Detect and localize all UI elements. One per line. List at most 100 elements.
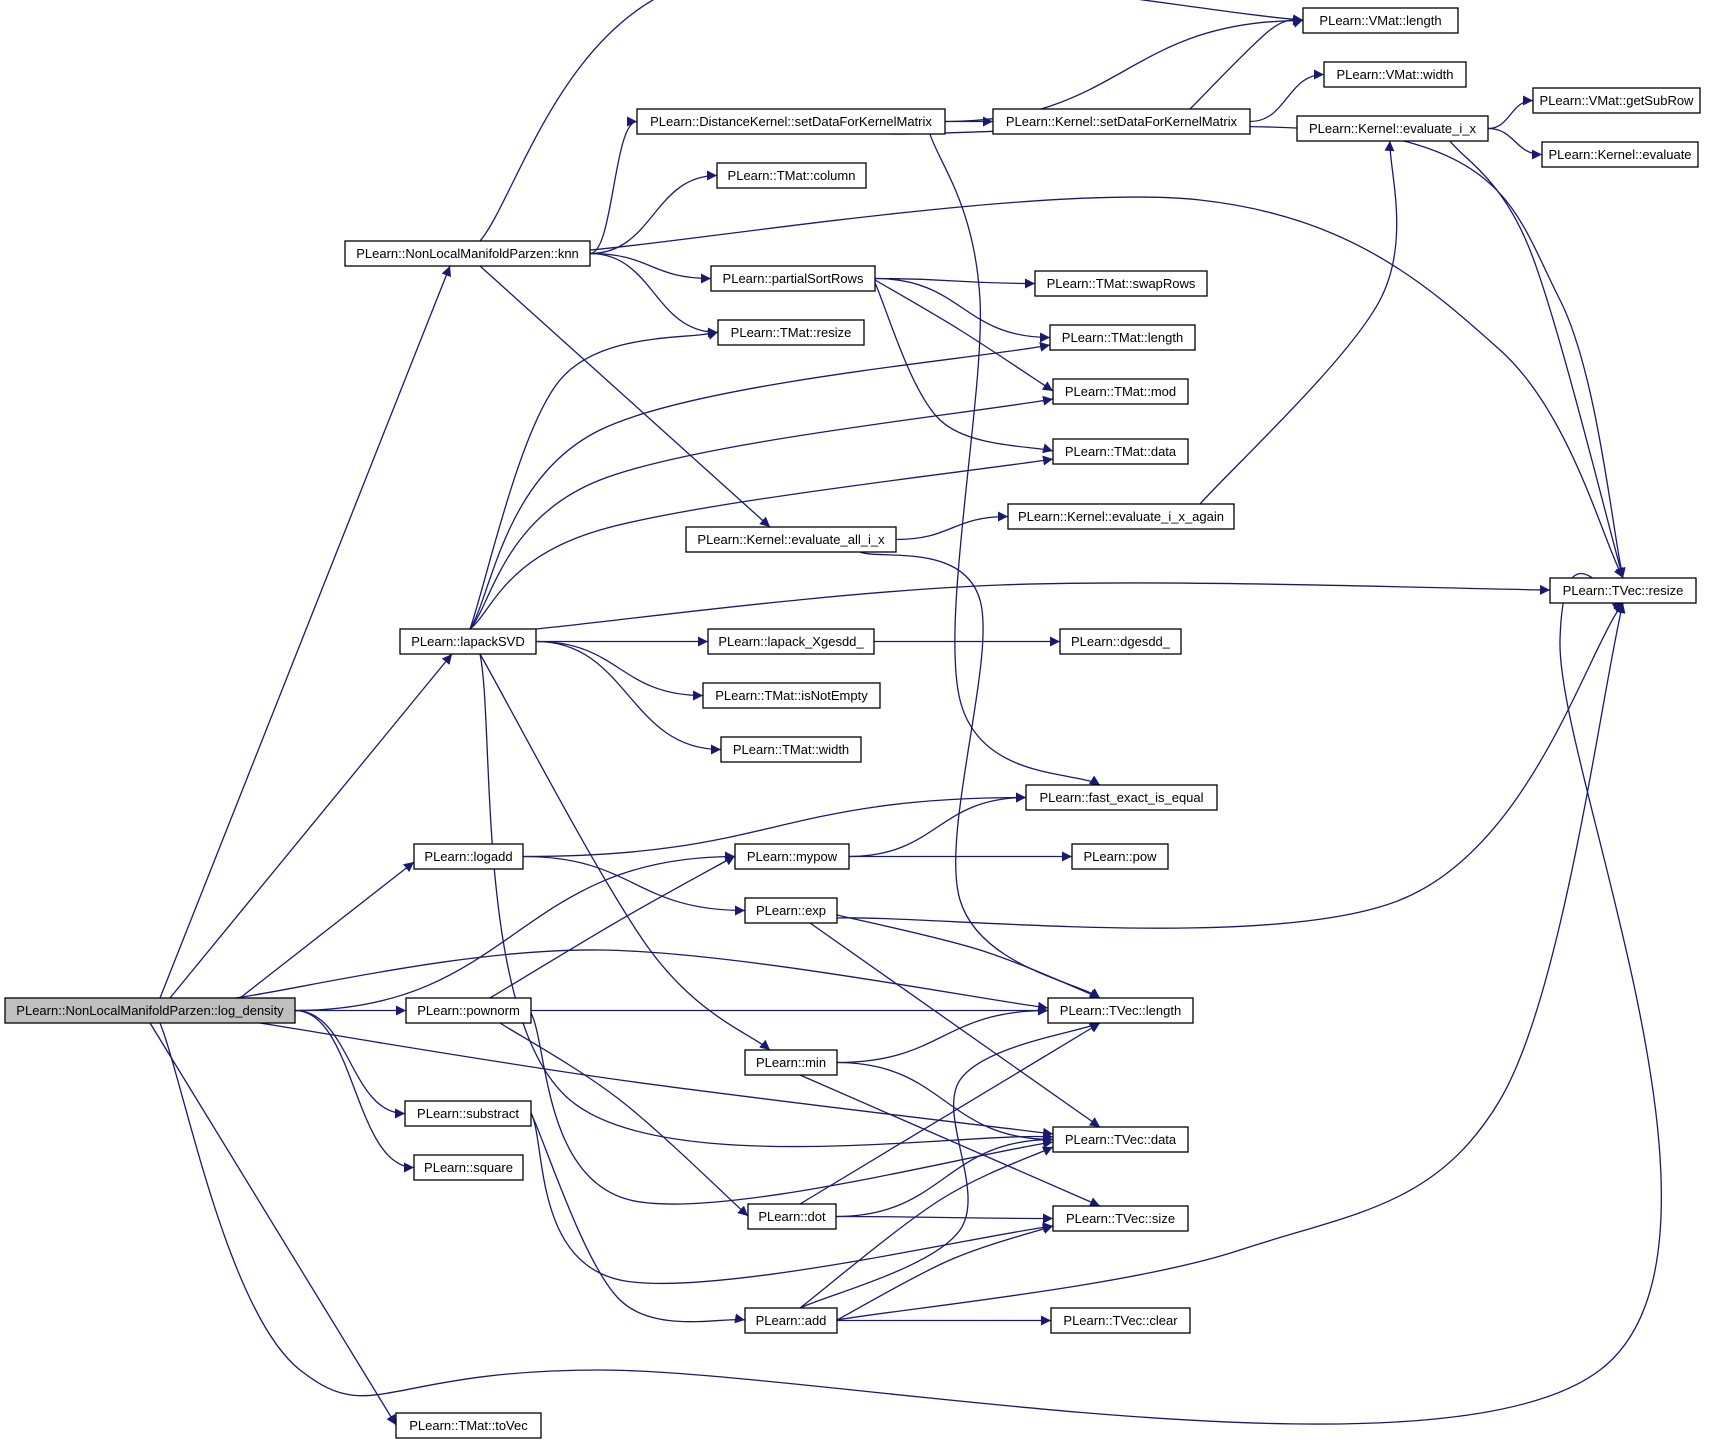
node-box[interactable] xyxy=(1050,1307,1191,1334)
node-label: PLearn::VMat::length xyxy=(1319,13,1441,28)
node-box[interactable] xyxy=(702,682,881,709)
node-box[interactable] xyxy=(399,628,537,655)
node-label: PLearn::NonLocalManifoldParzen::knn xyxy=(356,246,579,261)
node-dot[interactable]: PLearn::dot xyxy=(747,1203,837,1230)
node-box[interactable] xyxy=(685,526,897,553)
node-box[interactable] xyxy=(744,1049,838,1076)
node-pownorm[interactable]: PLearn::pownorm xyxy=(405,997,532,1024)
node-lapack-Xgesdd[interactable]: PLearn::lapack_Xgesdd_ xyxy=(707,628,875,655)
node-setDataK[interactable]: PLearn::Kernel::setDataForKernelMatrix xyxy=(992,108,1251,135)
node-tmat-data[interactable]: PLearn::TMat::data xyxy=(1052,438,1189,465)
node-lapackSVD[interactable]: PLearn::lapackSVD xyxy=(399,628,537,655)
node-box[interactable] xyxy=(710,265,876,292)
call-edge-dot-to-tvec-length xyxy=(799,1022,1101,1205)
node-box[interactable] xyxy=(720,736,862,763)
node-tmat-resize[interactable]: PLearn::TMat::resize xyxy=(717,319,865,346)
node-tvec-data[interactable]: PLearn::TVec::data xyxy=(1052,1126,1189,1153)
node-mypow[interactable]: PLearn::mypow xyxy=(734,843,850,870)
node-tvec-resize[interactable]: PLearn::TVec::resize xyxy=(1549,577,1697,604)
call-edge-pownorm-to-dot xyxy=(499,1022,749,1217)
node-knn[interactable]: PLearn::NonLocalManifoldParzen::knn xyxy=(344,240,591,267)
node-box[interactable] xyxy=(747,1203,837,1230)
call-edge-exp-to-tvec-data xyxy=(809,922,1101,1128)
call-edge-lapackSVD-to-tvec-resize xyxy=(535,582,1551,630)
node-logadd[interactable]: PLearn::logadd xyxy=(413,843,524,870)
call-edge-lapackSVD-to-isNotEmpty xyxy=(535,640,704,701)
node-box[interactable] xyxy=(716,162,867,189)
node-box[interactable] xyxy=(404,1100,532,1127)
call-edge-knn-to-partialSortRows xyxy=(589,252,712,284)
node-box[interactable] xyxy=(4,997,296,1024)
node-box[interactable] xyxy=(734,843,850,870)
node-setDataDK[interactable]: PLearn::DistanceKernel::setDataForKernel… xyxy=(636,108,946,135)
node-box[interactable] xyxy=(413,1154,524,1181)
node-log-density[interactable]: PLearn::NonLocalManifoldParzen::log_dens… xyxy=(4,997,296,1024)
node-tvec-length[interactable]: PLearn::TVec::length xyxy=(1047,997,1194,1024)
node-fast-exact-is-equal[interactable]: PLearn::fast_exact_is_equal xyxy=(1025,784,1218,811)
node-box[interactable] xyxy=(1052,1126,1189,1153)
node-box[interactable] xyxy=(1047,997,1194,1024)
node-evaluate-i-x[interactable]: PLearn::Kernel::evaluate_i_x xyxy=(1296,115,1489,142)
node-box[interactable] xyxy=(1052,1205,1189,1232)
node-label: PLearn::TMat::width xyxy=(733,742,849,757)
node-evaluate-i-x-again[interactable]: PLearn::Kernel::evaluate_i_x_again xyxy=(1007,503,1235,530)
node-pow[interactable]: PLearn::pow xyxy=(1071,843,1169,870)
node-square[interactable]: PLearn::square xyxy=(413,1154,524,1181)
node-box[interactable] xyxy=(1549,577,1697,604)
call-edge-evaluate-all-i-x-to-tvec-length xyxy=(859,551,1101,999)
node-box[interactable] xyxy=(1059,628,1182,655)
node-label: PLearn::exp xyxy=(756,903,826,918)
node-box[interactable] xyxy=(1541,141,1699,168)
node-box[interactable] xyxy=(1302,7,1459,34)
node-box[interactable] xyxy=(1007,503,1235,530)
node-box[interactable] xyxy=(1025,784,1218,811)
node-box[interactable] xyxy=(1323,61,1467,88)
node-box[interactable] xyxy=(344,240,591,267)
node-box[interactable] xyxy=(744,897,838,924)
node-getSubRow[interactable]: PLearn::VMat::getSubRow xyxy=(1532,87,1701,114)
node-tmat-length[interactable]: PLearn::TMat::length xyxy=(1049,324,1196,351)
node-box[interactable] xyxy=(992,108,1251,135)
node-exp[interactable]: PLearn::exp xyxy=(744,897,838,924)
node-label: PLearn::TVec::resize xyxy=(1563,583,1684,598)
node-box[interactable] xyxy=(1071,843,1169,870)
node-isNotEmpty[interactable]: PLearn::TMat::isNotEmpty xyxy=(702,682,881,709)
call-edge-knn-to-setDataDK xyxy=(589,116,638,255)
call-edge-exp-to-tvec-resize xyxy=(836,602,1624,929)
node-box[interactable] xyxy=(717,319,865,346)
node-box[interactable] xyxy=(744,1307,838,1334)
edges-layer xyxy=(149,0,1662,1426)
node-box[interactable] xyxy=(707,628,875,655)
node-swapRows[interactable]: PLearn::TMat::swapRows xyxy=(1034,270,1208,297)
node-label: PLearn::TMat::resize xyxy=(731,325,852,340)
node-add[interactable]: PLearn::add xyxy=(744,1307,838,1334)
node-vmat-width[interactable]: PLearn::VMat::width xyxy=(1323,61,1467,88)
node-tmat-width[interactable]: PLearn::TMat::width xyxy=(720,736,862,763)
node-box[interactable] xyxy=(1049,324,1196,351)
node-kernel-evaluate[interactable]: PLearn::Kernel::evaluate xyxy=(1541,141,1699,168)
node-box[interactable] xyxy=(1532,87,1701,114)
node-box[interactable] xyxy=(405,997,532,1024)
node-dgesdd[interactable]: PLearn::dgesdd_ xyxy=(1059,628,1182,655)
node-evaluate-all-i-x[interactable]: PLearn::Kernel::evaluate_all_i_x xyxy=(685,526,897,553)
node-vmat-length[interactable]: PLearn::VMat::length xyxy=(1302,7,1459,34)
node-substract[interactable]: PLearn::substract xyxy=(404,1100,532,1127)
node-tvec-size[interactable]: PLearn::TVec::size xyxy=(1052,1205,1189,1232)
node-box[interactable] xyxy=(413,843,524,870)
node-tmat-column[interactable]: PLearn::TMat::column xyxy=(716,162,867,189)
node-box[interactable] xyxy=(1052,438,1189,465)
node-box[interactable] xyxy=(1034,270,1208,297)
node-min[interactable]: PLearn::min xyxy=(744,1049,838,1076)
node-tmat-mod[interactable]: PLearn::TMat::mod xyxy=(1052,378,1189,405)
call-edge-setDataK-to-vmat-width xyxy=(1249,69,1325,123)
node-partialSortRows[interactable]: PLearn::partialSortRows xyxy=(710,265,876,292)
call-edge-exp-to-tvec-length xyxy=(836,914,1101,999)
node-box[interactable] xyxy=(636,108,946,135)
node-tvec-clear[interactable]: PLearn::TVec::clear xyxy=(1050,1307,1191,1334)
node-box[interactable] xyxy=(1296,115,1489,142)
node-label: PLearn::TMat::column xyxy=(728,168,856,183)
node-box[interactable] xyxy=(395,1412,542,1439)
node-toVec[interactable]: PLearn::TMat::toVec xyxy=(395,1412,542,1439)
call-edge-min-to-tvec-length xyxy=(836,1005,1049,1064)
node-box[interactable] xyxy=(1052,378,1189,405)
